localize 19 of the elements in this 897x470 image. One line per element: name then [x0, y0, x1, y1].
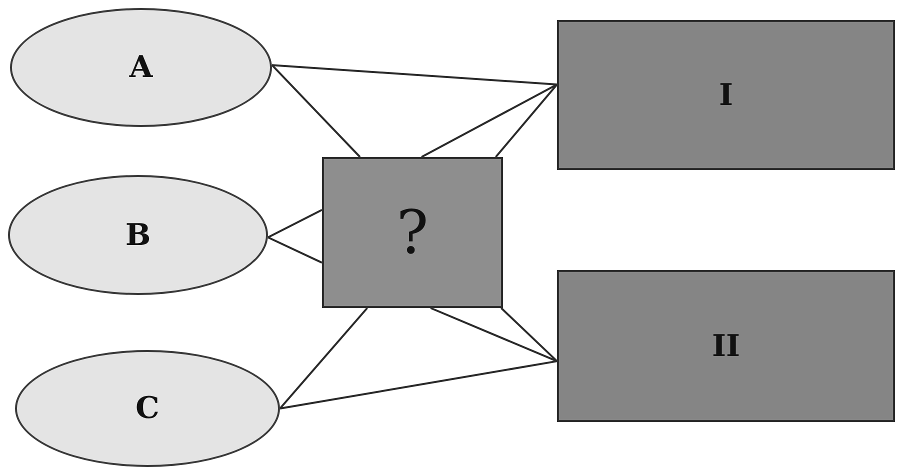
- shaded-box: [322, 157, 503, 308]
- connector-line: [500, 307, 558, 362]
- connector-line: [279, 307, 368, 410]
- connector-line: [268, 236, 322, 264]
- node-label: C: [136, 391, 160, 426]
- shaded-box: [557, 270, 895, 422]
- node-label: B: [125, 218, 151, 252]
- connector-line: [421, 84, 558, 158]
- shaded-box: [557, 20, 895, 170]
- node-label: ?: [396, 198, 429, 268]
- node-label: A: [129, 50, 153, 85]
- connector-line: [272, 64, 558, 86]
- connector-line: [495, 84, 558, 158]
- connector-line: [430, 307, 558, 362]
- connector-line: [268, 208, 322, 238]
- node-label: II: [712, 328, 740, 364]
- connector-line: [271, 64, 361, 158]
- node-label: I: [718, 78, 734, 112]
- connector-line: [280, 360, 558, 410]
